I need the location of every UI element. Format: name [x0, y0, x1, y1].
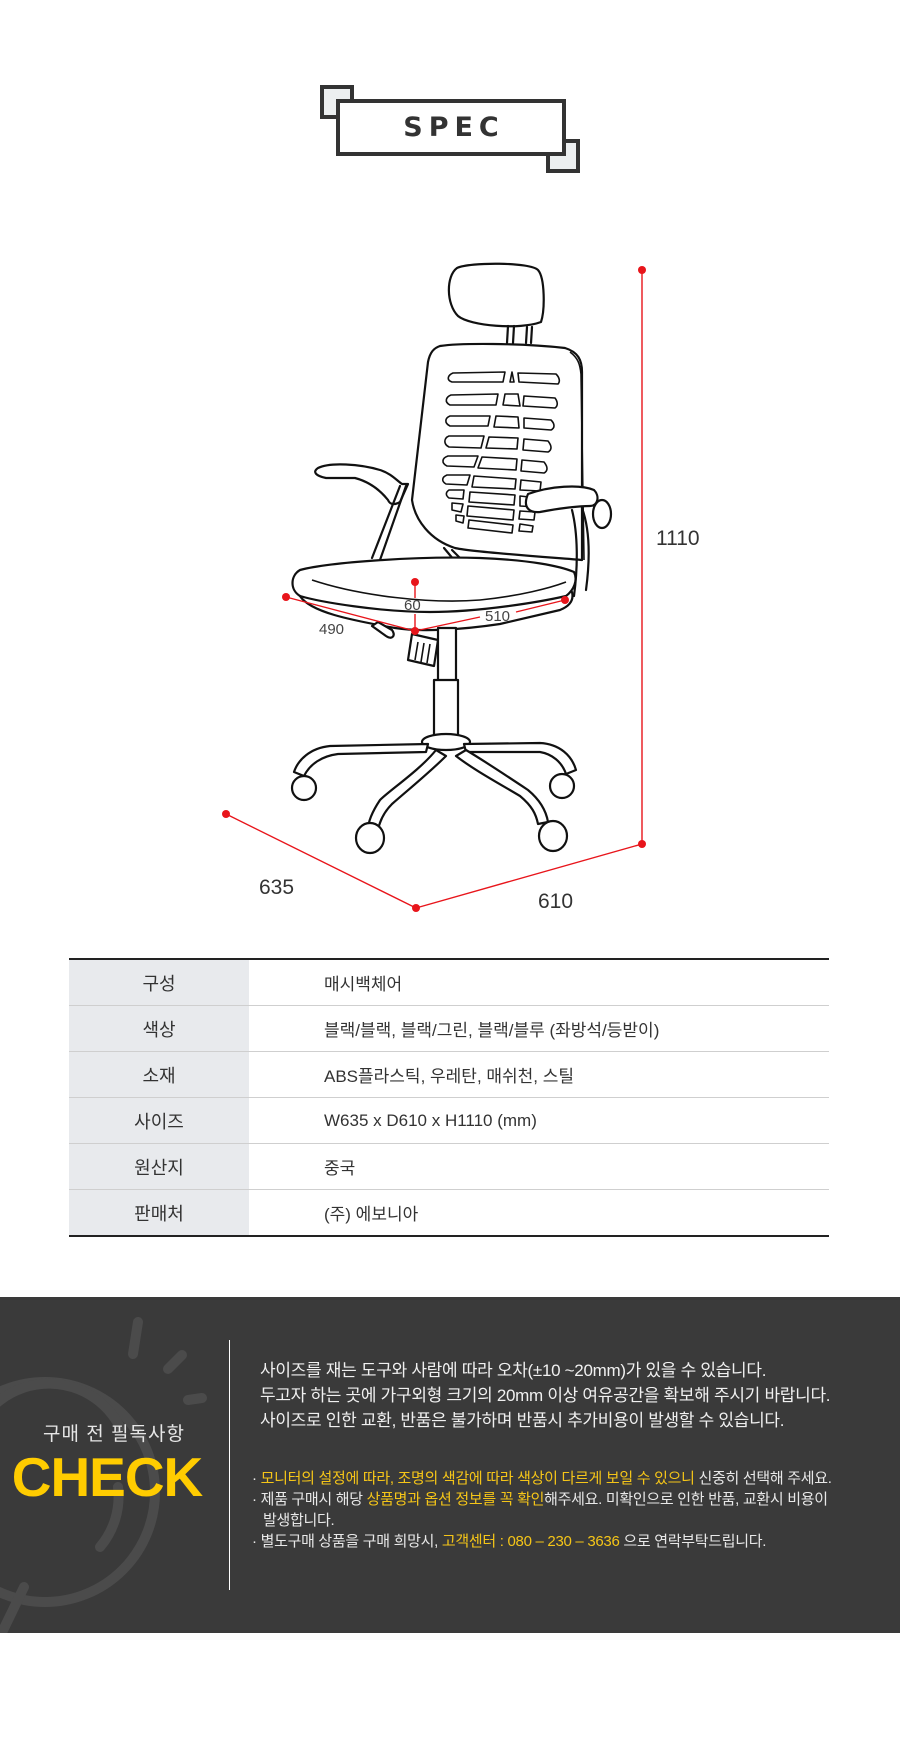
bullet-text: 으로 연락부탁드립니다.	[619, 1533, 767, 1550]
check-title: CHECK	[11, 1446, 204, 1508]
bullet-text: 해주세요. 미확인으로 인한 반품, 교환시 비용이	[544, 1491, 828, 1508]
table-row: 구성 매시백체어	[69, 960, 829, 1006]
seat-thickness-label: 60	[404, 597, 421, 614]
height-dimension-label: 1110	[656, 527, 700, 550]
magnifier-icon	[0, 1317, 207, 1633]
table-row: 소재 ABS플라스틱, 우레탄, 매쉬천, 스틸	[69, 1052, 829, 1098]
bullet-prefix: · 별도구매 상품을 구매 희망시,	[252, 1533, 442, 1550]
bullet-item: · 모니터의 설정에 따라, 조명의 색감에 따라 색상이 다르게 보일 수 있…	[252, 1468, 892, 1489]
depth-dimension-label: 610	[538, 890, 574, 913]
row-value: 매시백체어	[324, 975, 403, 994]
check-subtitle: 구매 전 필독사항	[43, 1424, 185, 1445]
highlight-text: 상품명과 옵션 정보를 꼭 확인	[366, 1491, 545, 1508]
table-row: 원산지 중국	[69, 1144, 829, 1190]
table-row: 사이즈 W635 x D610 x H1110 (mm)	[69, 1098, 829, 1144]
divider	[229, 1340, 230, 1590]
size-notes: 사이즈를 재는 도구와 사람에 따라 오차(±10 ~20mm)가 있을 수 있…	[260, 1358, 880, 1433]
bullet-prefix: · 제품 구매시 해당	[252, 1491, 367, 1508]
table-row: 색상 블랙/블랙, 블랙/그린, 블랙/블루 (좌방석/등받이)	[69, 1006, 829, 1052]
highlight-text: 모니터의 설정에 따라, 조명의 색감에 따라 색상이 다르게 보일 수 있으니	[260, 1470, 695, 1487]
bullet-text: 신중히 선택해 주세요.	[694, 1470, 832, 1487]
spec-table: 구성 매시백체어 색상 블랙/블랙, 블랙/그린, 블랙/블루 (좌방석/등받이…	[69, 958, 829, 1237]
spec-badge-frame: SPEC	[336, 99, 566, 156]
row-label: 구성	[69, 960, 249, 1005]
row-value: (주) 에보니아	[324, 1205, 419, 1224]
purchase-check-notice: 구매 전 필독사항 CHECK 사이즈를 재는 도구와 사람에 따라 오차(±1…	[0, 1297, 900, 1633]
note-line: 사이즈로 인한 교환, 반품은 불가하며 반품시 추가비용이 발생할 수 있습니…	[260, 1411, 785, 1430]
row-label: 색상	[69, 1006, 249, 1051]
spec-badge: SPEC	[320, 85, 580, 173]
row-value: 중국	[324, 1159, 356, 1178]
row-label: 사이즈	[69, 1098, 249, 1143]
spec-title: SPEC	[403, 112, 505, 143]
row-label: 소재	[69, 1052, 249, 1097]
row-value: ABS플라스틱, 우레탄, 매쉬천, 스틸	[324, 1067, 575, 1086]
customer-center-phone: 고객센터 : 080 – 230 – 3636	[441, 1533, 620, 1550]
seat-width-label: 490	[319, 621, 345, 638]
seat-depth-label: 510	[485, 608, 511, 625]
table-row: 판매처 (주) 에보니아	[69, 1190, 829, 1235]
note-line: 사이즈를 재는 도구와 사람에 따라 오차(±10 ~20mm)가 있을 수 있…	[260, 1361, 767, 1380]
row-value: W635 x D610 x H1110 (mm)	[324, 1110, 537, 1130]
row-label: 원산지	[69, 1144, 249, 1189]
width-dimension-label: 635	[259, 876, 295, 899]
row-label: 판매처	[69, 1190, 249, 1235]
bullet-item: · 별도구매 상품을 구매 희망시, 고객센터 : 080 – 230 – 36…	[252, 1531, 892, 1552]
bullet-prefix: ·	[252, 1470, 261, 1487]
row-value: 블랙/블랙, 블랙/그린, 블랙/블루 (좌방석/등받이)	[324, 1021, 660, 1040]
bullet-item: · 제품 구매시 해당 상품명과 옵션 정보를 꼭 확인해주세요. 미확인으로 …	[252, 1489, 892, 1510]
caution-bullets: · 모니터의 설정에 따라, 조명의 색감에 따라 색상이 다르게 보일 수 있…	[252, 1468, 892, 1552]
bullet-continuation: 발생합니다.	[263, 1512, 335, 1529]
note-line: 두고자 하는 곳에 가구외형 크기의 20mm 이상 여유공간을 확보해 주시기…	[260, 1386, 831, 1405]
